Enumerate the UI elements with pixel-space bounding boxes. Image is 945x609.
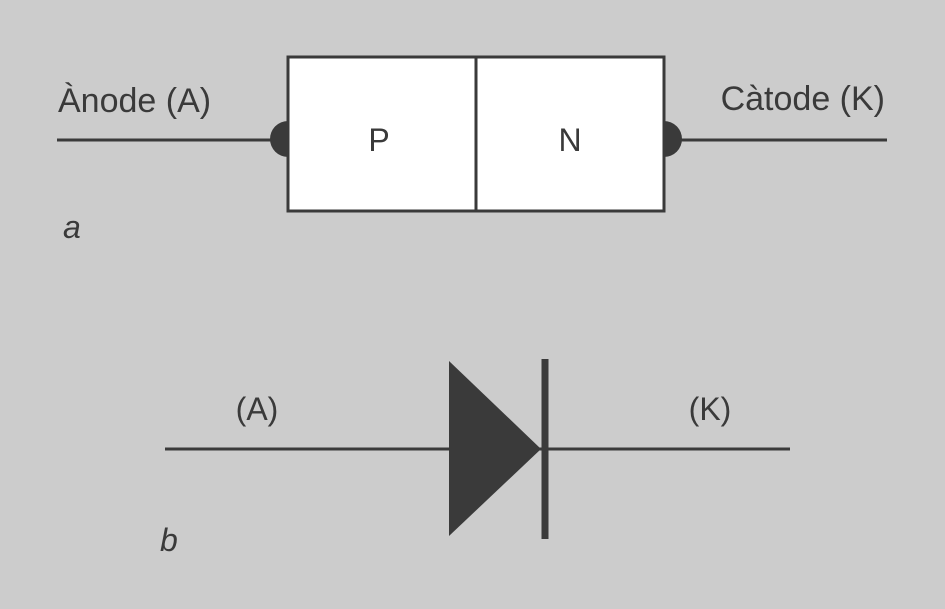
cathode-symbol-label: (K) [689,391,732,427]
diode-triangle [449,361,541,536]
cathode-label: Càtode (K) [721,80,885,118]
n-label: N [558,122,581,158]
anode-label: Ànode (A) [58,82,211,120]
n-region [474,55,666,213]
caption-a: a [63,209,81,245]
diode-symbol-diagram: (A) (K) b [160,359,790,558]
pn-junction-diagram: P N Ànode (A) Càtode (K) a [57,55,887,245]
anode-symbol-label: (A) [236,391,279,427]
caption-b: b [160,522,178,558]
p-label: P [368,122,389,158]
p-region [286,55,478,213]
